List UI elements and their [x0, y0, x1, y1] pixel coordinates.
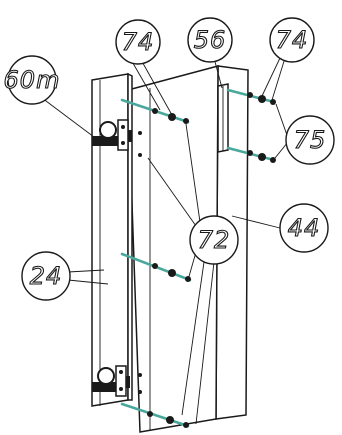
callout-72-label: 72 — [198, 226, 231, 254]
strip-holes — [138, 131, 142, 394]
callout-56: 56 — [187, 17, 233, 63]
callout-60m-label: 60m — [4, 66, 61, 94]
dowel-top-right — [226, 88, 276, 105]
callout-74-right: 74 — [269, 17, 315, 63]
dowel-bottom-right — [226, 146, 276, 163]
hinge-top-icon — [92, 119, 132, 151]
callout-24: 24 — [21, 251, 71, 301]
hinge-bottom-icon — [92, 365, 130, 397]
dowel-mid-left — [120, 252, 192, 282]
callout-74-right-label: 74 — [276, 26, 309, 54]
callout-74-left: 74 — [115, 19, 161, 65]
callout-75: 75 — [285, 115, 335, 165]
dowel-top-left — [120, 98, 190, 124]
slot-strip — [217, 83, 229, 153]
main-panel — [127, 65, 249, 433]
callout-72: 72 — [189, 215, 239, 265]
callout-24-label: 24 — [30, 262, 63, 290]
callout-44-label: 44 — [288, 214, 321, 242]
side-strip — [91, 72, 133, 407]
leader-lines — [41, 57, 289, 425]
callout-60m: 60m — [3, 55, 61, 105]
callout-74-left-label: 74 — [122, 28, 155, 56]
callout-75-label: 75 — [294, 126, 327, 154]
callout-44: 44 — [279, 203, 329, 253]
dowel-bottom-left — [120, 402, 190, 428]
callout-56-label: 56 — [194, 26, 227, 54]
